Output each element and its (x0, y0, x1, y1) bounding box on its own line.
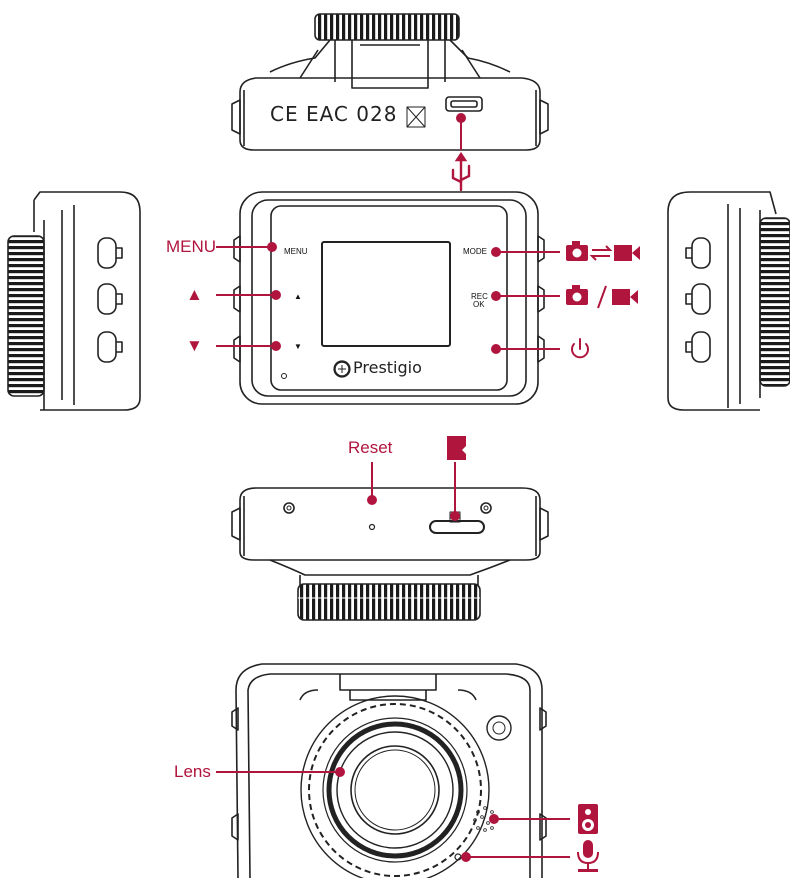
up-button-label: ▲ (294, 292, 302, 301)
mode-callout-line (491, 247, 560, 257)
reset-callout-line (367, 462, 377, 505)
power-icon (571, 338, 589, 359)
menu-callout-line (216, 242, 277, 252)
ok-button-label: OK (473, 300, 485, 309)
microsd-card-icon (447, 436, 466, 460)
top-view (231, 13, 549, 151)
left-side-view (7, 191, 141, 411)
right-side-view (667, 191, 790, 411)
speaker-holes (473, 806, 494, 832)
up-label: ▲ (186, 285, 203, 304)
usb-callout-line (456, 113, 466, 150)
bottom-view (231, 487, 549, 621)
down-callout-line (216, 341, 281, 351)
mic-callout-line (461, 852, 570, 862)
power-callout-line (491, 344, 560, 354)
reset-label: Reset (348, 438, 393, 457)
rec-button-label: REC (471, 292, 488, 301)
camera-slash-video-icon (566, 285, 638, 309)
certification-marks: CE EAC 028 (270, 102, 398, 126)
speaker-callout-line (489, 814, 570, 824)
speaker-icon (578, 804, 598, 834)
brand-name: Prestigio (353, 358, 422, 377)
down-button-label: ▼ (294, 342, 302, 351)
usb-icon (451, 151, 471, 192)
menu-label: MENU (166, 237, 217, 256)
microphone-icon (577, 840, 599, 872)
down-label: ▼ (186, 336, 203, 355)
display-view (233, 191, 545, 405)
microsd-callout-line (450, 462, 460, 521)
lens-view (231, 663, 547, 878)
menu-button-label: MENU (284, 247, 308, 256)
rec-callout-line (491, 291, 560, 301)
prestigio-logo-icon (333, 360, 351, 378)
lens-label: Lens (174, 762, 211, 781)
up-callout-line (216, 290, 281, 300)
lens-callout-line (216, 767, 345, 777)
mode-button-label: MODE (463, 247, 487, 256)
camera-swap-video-icon (566, 241, 640, 261)
